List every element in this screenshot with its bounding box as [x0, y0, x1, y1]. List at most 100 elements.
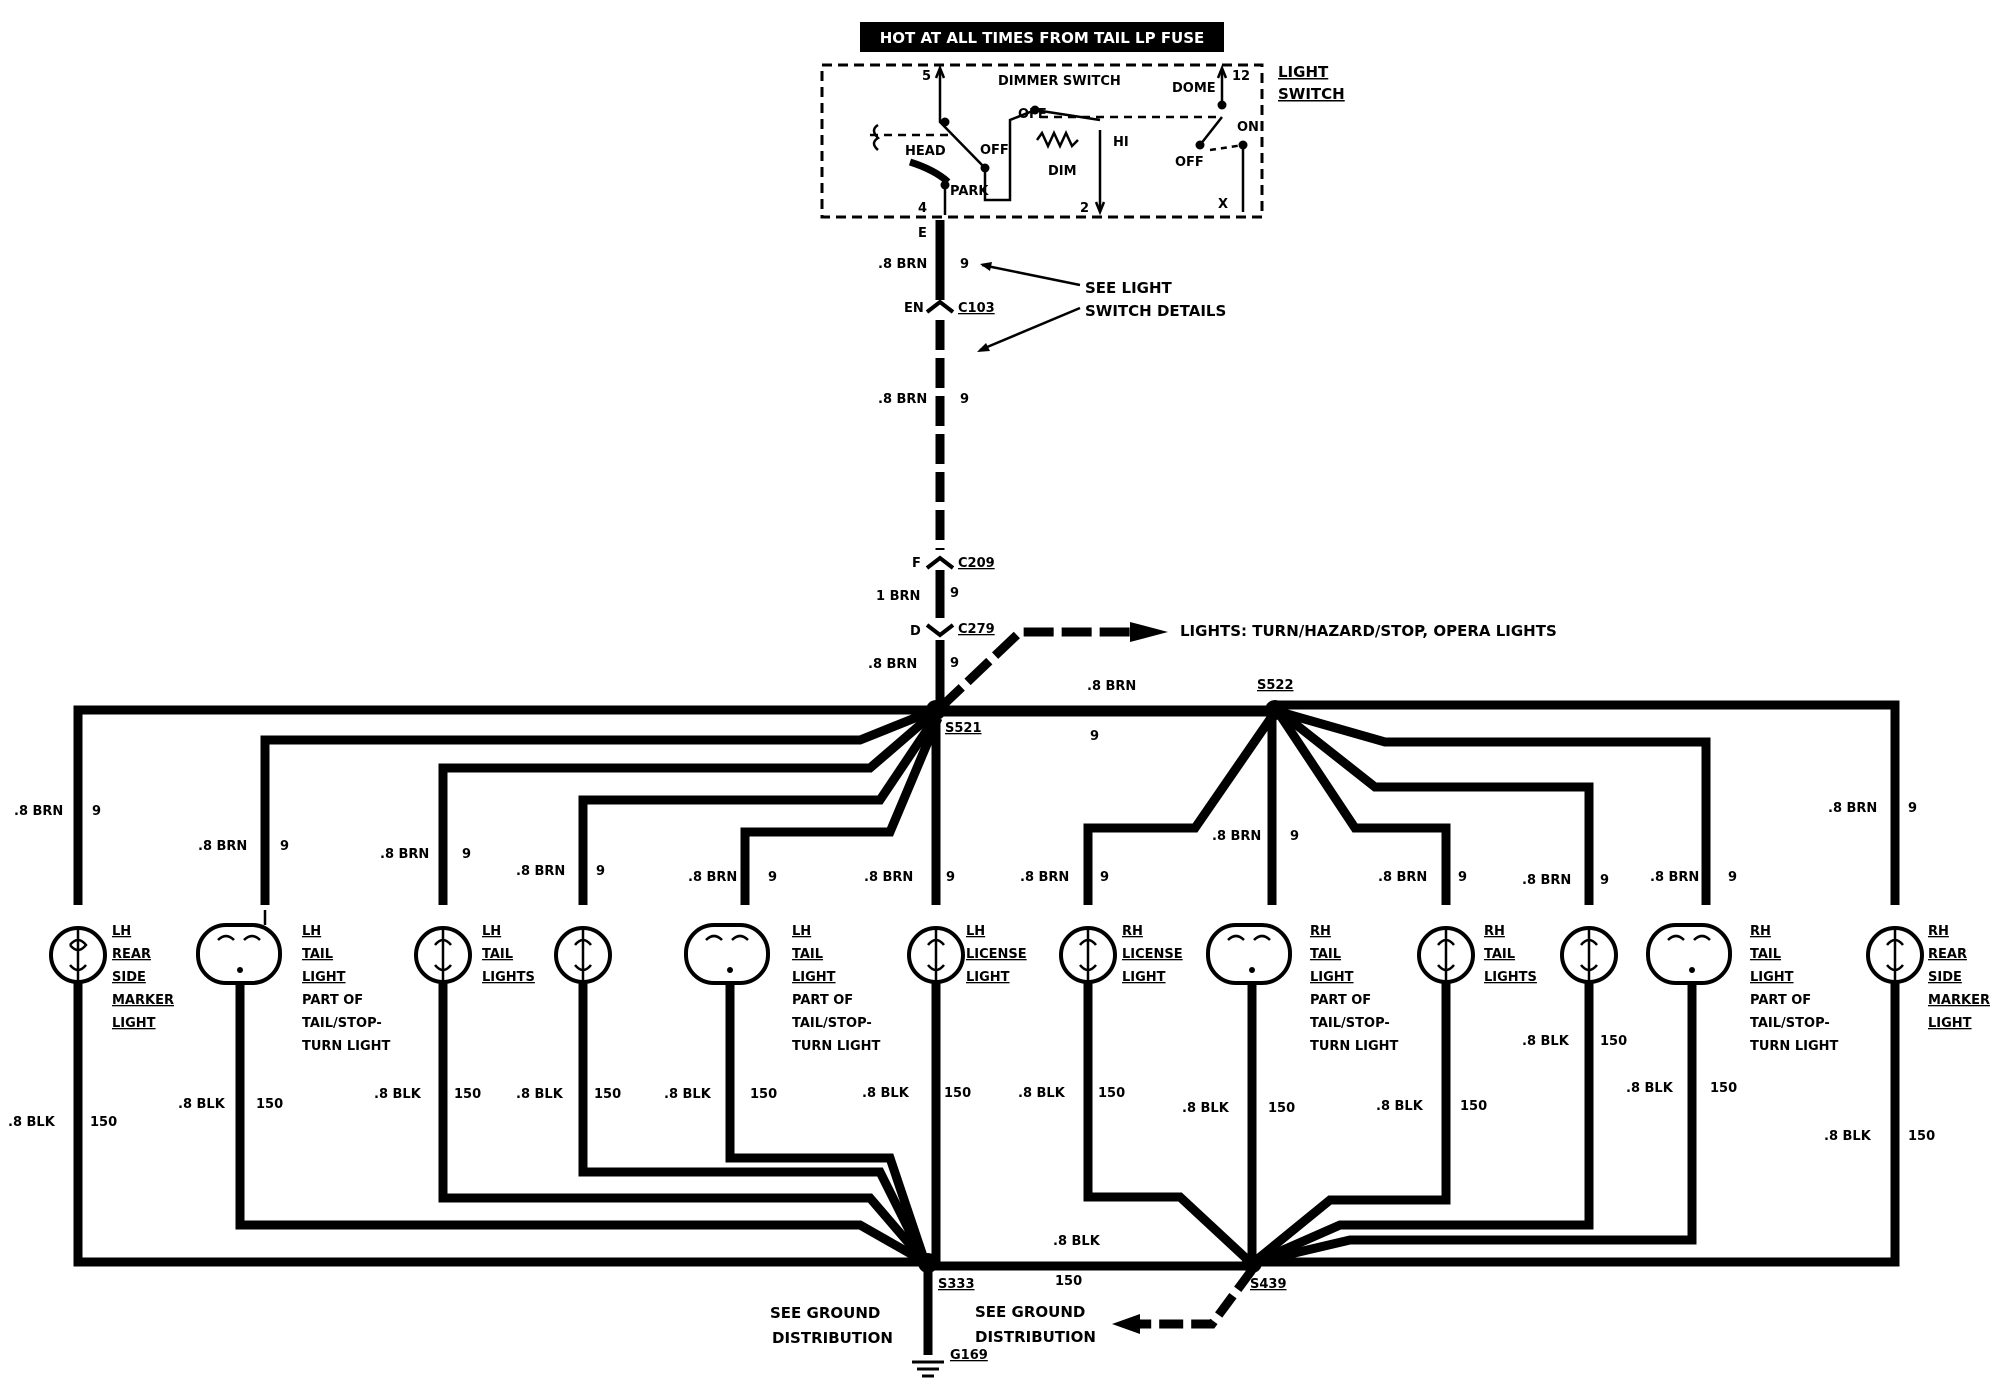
lamp-label-4-line-2: LIGHT	[966, 970, 1010, 985]
feed-wire-1-circuit: 9	[960, 257, 969, 272]
c103-label: C103	[958, 301, 995, 316]
see-details-2: SWITCH DETAILS	[1085, 302, 1226, 320]
svg-text:.8 BRN: .8 BRN	[516, 864, 565, 879]
g169-label: G169	[950, 1348, 988, 1363]
feed-wire-2-circuit: 9	[960, 392, 969, 407]
lamp-label-9-line-4: LIGHT	[1928, 1016, 1972, 1031]
lamp-label-0-line-2: SIDE	[112, 970, 146, 985]
s521-label: S521	[945, 721, 982, 736]
lamp-symbol-lh-tail-stop-1	[196, 910, 282, 1000]
switch-internals	[870, 64, 1248, 216]
svg-text:150: 150	[1908, 1129, 1935, 1144]
lamp-label-0-line-3: MARKER	[112, 993, 174, 1008]
lamp-label-5-line-1: LICENSE	[1122, 947, 1183, 962]
light-switch-box	[820, 63, 1264, 219]
svg-text:.8 BRN: .8 BRN	[1828, 801, 1877, 816]
svg-text:.8 BRN: .8 BRN	[198, 839, 247, 854]
s521-dot	[926, 700, 946, 720]
svg-text:.8 BRN: .8 BRN	[1212, 829, 1261, 844]
pin-5: 5	[922, 69, 931, 84]
lamp-label-0-line-0: LH	[112, 924, 131, 939]
lamp-symbol-rh-marker	[1866, 926, 1924, 984]
lamp-label-1-line-5: TURN LIGHT	[302, 1039, 391, 1054]
svg-text:9: 9	[280, 839, 289, 854]
lamp-label-0-line-1: REAR	[112, 947, 151, 962]
svg-text:150: 150	[90, 1115, 117, 1130]
svg-text:9: 9	[946, 870, 955, 885]
svg-text:9: 9	[462, 847, 471, 862]
bottom-bus-circuit: 150	[1055, 1274, 1082, 1289]
ground-bus-left	[73, 982, 925, 1267]
svg-text:.8 BRN: .8 BRN	[1522, 873, 1571, 888]
bottom-bus-wire-label: .8 BLK	[1053, 1234, 1101, 1249]
svg-text:.8 BRN: .8 BRN	[380, 847, 429, 862]
f-label: F	[912, 556, 921, 571]
s521-fanout	[260, 705, 943, 905]
lamp-label-4-line-0: LH	[966, 924, 985, 939]
lamp-label-6-line-4: TAIL/STOP-	[1310, 1016, 1390, 1031]
svg-text:.8 BLK: .8 BLK	[1182, 1101, 1230, 1116]
pin-x: X	[1218, 197, 1228, 212]
en-label: EN	[904, 301, 924, 316]
s439-ground-arrowhead	[1112, 1314, 1140, 1334]
lamp-label-2-line-0: LH	[482, 924, 501, 939]
svg-text:.8 BLK: .8 BLK	[1824, 1129, 1872, 1144]
see-details-arrowhead-2	[977, 343, 990, 352]
see-details-arrow-2	[979, 306, 1081, 352]
svg-text:.8 BLK: .8 BLK	[374, 1087, 422, 1102]
lamp-label-7-line-2: LIGHTS	[1484, 970, 1537, 985]
lamp-symbol-lh-tail-b	[554, 926, 612, 984]
lamp-label-3-line-4: TAIL/STOP-	[792, 1016, 872, 1031]
svg-text:.8 BLK: .8 BLK	[862, 1086, 910, 1101]
branch-arrowhead	[1130, 622, 1168, 642]
lamp-label-6-line-5: TURN LIGHT	[1310, 1039, 1399, 1054]
lamp-symbol-rh-license	[1059, 926, 1117, 984]
lamp-label-3-line-0: LH	[792, 924, 811, 939]
lamp-label-9-line-2: SIDE	[1928, 970, 1962, 985]
lamp-label-8-line-0: RH	[1750, 924, 1771, 939]
lamp-label-7-line-1: TAIL	[1484, 947, 1515, 962]
lamp-label-6-line-3: PART OF	[1310, 993, 1371, 1008]
see-details-arrowhead-1	[980, 262, 992, 271]
dim-label: DIM	[1048, 164, 1077, 179]
svg-text:.8 BLK: .8 BLK	[178, 1097, 226, 1112]
feed-wire-2-label: .8 BRN	[878, 392, 927, 407]
lamp-label-1-line-2: LIGHT	[302, 970, 346, 985]
s439-ground-wire	[1140, 1267, 1256, 1329]
lamp-label-8-line-2: LIGHT	[1750, 970, 1794, 985]
svg-text:.8 BRN: .8 BRN	[1020, 870, 1069, 885]
feed-wire-3-circuit: 9	[950, 586, 959, 601]
svg-text:150: 150	[1710, 1081, 1737, 1096]
lamp-label-8-line-3: PART OF	[1750, 993, 1811, 1008]
svg-text:150: 150	[594, 1087, 621, 1102]
lamp-label-0-line-4: LIGHT	[112, 1016, 156, 1031]
lamp-label-6-line-0: RH	[1310, 924, 1331, 939]
svg-text:.8 BRN: .8 BRN	[1378, 870, 1427, 885]
lamp-labels: LH REAR SIDE MARKER LIGHT LH TAIL LIGHT PART OF T…	[112, 924, 1990, 1054]
feed-wire-4-label: .8 BRN	[868, 657, 917, 672]
branch-label: LIGHTS: TURN/HAZARD/STOP, OPERA LIGHTS	[1180, 622, 1557, 640]
see-details-arrow-1	[981, 263, 1081, 287]
lamp-label-5-line-0: RH	[1122, 924, 1143, 939]
lamp-label-9-line-3: MARKER	[1928, 993, 1990, 1008]
svg-text:.8 BRN: .8 BRN	[688, 870, 737, 885]
lamp-label-3-line-2: LIGHT	[792, 970, 836, 985]
off-label-3: OFF	[1175, 155, 1204, 170]
ground-symbol	[912, 1360, 944, 1378]
pin-e-label: E	[918, 226, 927, 241]
ground-dist-right-1: SEE GROUND	[975, 1303, 1085, 1321]
ground-bus-right	[1252, 982, 1900, 1267]
lamp-label-2-line-1: TAIL	[482, 947, 513, 962]
lamp-symbol-rh-tail-a	[1417, 926, 1475, 984]
svg-text:150: 150	[1098, 1086, 1125, 1101]
lamp-symbol-rh-tail-stop-2	[1646, 923, 1732, 985]
svg-text:.8 BLK: .8 BLK	[1522, 1034, 1570, 1049]
svg-text:9: 9	[1100, 870, 1109, 885]
s522-dot	[1265, 700, 1285, 720]
lamp-symbol-lh-tail-stop-2	[684, 923, 770, 985]
s439-fanout	[1083, 982, 1697, 1267]
lamp-label-9-line-0: RH	[1928, 924, 1949, 939]
